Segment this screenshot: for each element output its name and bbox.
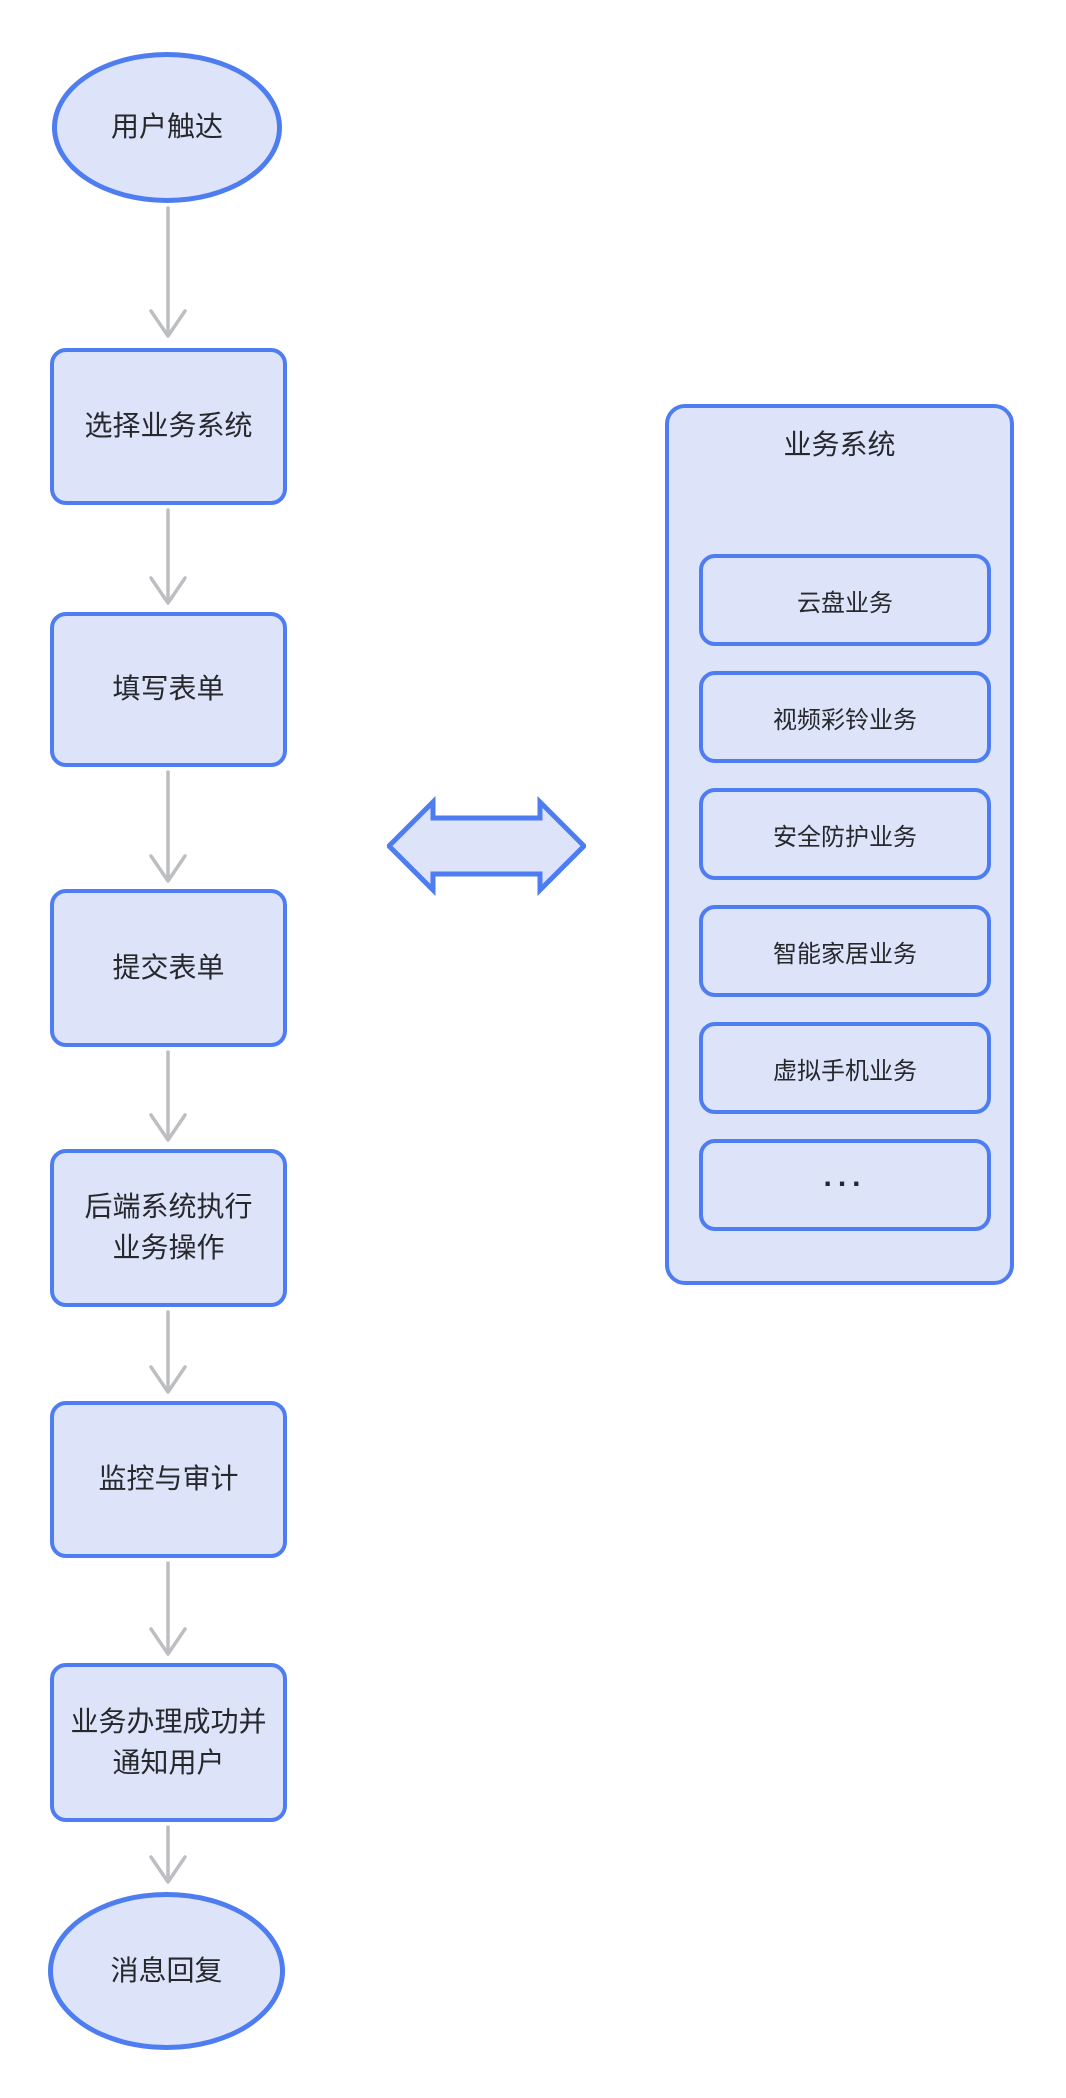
flow-arrow-down-7 [149,1825,187,1884]
flow-node-start-label: 用户触达 [110,111,223,143]
flow-arrow-down-1 [149,206,187,338]
flow-node-select-system: 选择业务系统 [50,348,287,505]
flow-node-backend-execute-label: 后端系统执行 业务操作 [84,1191,253,1263]
flow-arrow-down-4 [149,1050,187,1142]
panel-item-video-ringtone-label: 视频彩铃业务 [773,706,917,734]
panel-item-cloud-disk-label: 云盘业务 [797,589,893,617]
panel-item-virtual-phone: 虚拟手机业务 [699,1022,991,1114]
panel-item-smart-home-label: 智能家居业务 [773,940,917,968]
panel-item-smart-home: 智能家居业务 [699,905,991,997]
panel-item-video-ringtone: 视频彩铃业务 [699,671,991,763]
panel-item-virtual-phone-label: 虚拟手机业务 [773,1057,917,1085]
flow-node-fill-form-label: 填写表单 [112,673,225,705]
flow-node-notify-user: 业务办理成功并 通知用户 [50,1663,287,1822]
flow-node-submit-form-label: 提交表单 [112,951,225,983]
panel-title: 业务系统 [783,429,896,460]
flow-node-monitor-audit-label: 监控与审计 [98,1463,239,1495]
panel-item-security-protection-label: 安全防护业务 [773,823,917,851]
flow-node-backend-execute: 后端系统执行 业务操作 [50,1149,287,1307]
flow-node-end-label: 消息回复 [110,1954,223,1986]
business-systems-panel: 业务系统 云盘业务 视频彩铃业务 安全防护业务 智能家居业务 虚拟手机业务 ..… [665,404,1014,1285]
flow-node-start: 用户触达 [52,52,282,203]
panel-item-security-protection: 安全防护业务 [699,788,991,880]
flow-node-fill-form: 填写表单 [50,612,287,767]
flow-arrow-down-3 [149,770,187,883]
flow-node-notify-user-label: 业务办理成功并 通知用户 [70,1705,267,1778]
flow-node-end: 消息回复 [48,1892,285,2050]
flow-node-select-system-label: 选择业务系统 [84,410,253,442]
panel-item-more: ... [699,1139,991,1231]
bidirectional-arrow [387,795,586,897]
flow-node-submit-form: 提交表单 [50,889,287,1047]
panel-item-cloud-disk: 云盘业务 [699,554,991,646]
flow-arrow-down-2 [149,508,187,605]
flow-node-monitor-audit: 监控与审计 [50,1401,287,1558]
flow-arrow-down-5 [149,1310,187,1394]
flow-arrow-down-6 [149,1561,187,1656]
